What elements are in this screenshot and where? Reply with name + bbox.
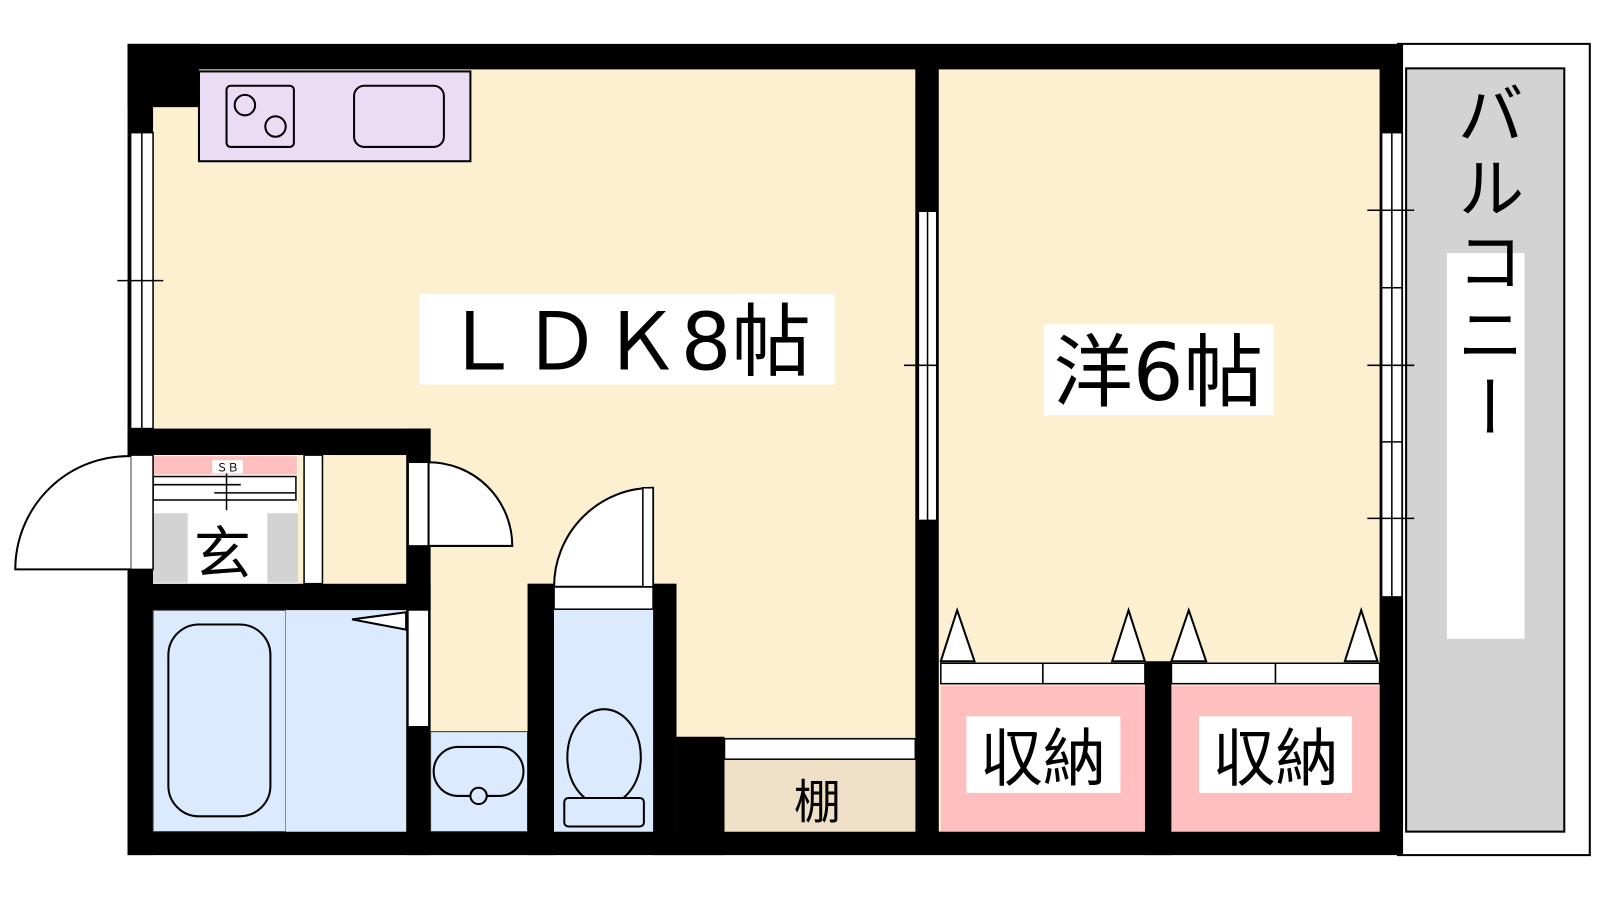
closet-2: 収納 (1170, 606, 1381, 832)
washbasin-area (430, 731, 529, 833)
closet-door[interactable] (1274, 662, 1381, 685)
bathroom-door[interactable] (407, 609, 430, 728)
stove (225, 84, 295, 148)
western-room-label: 洋6帖 (1053, 326, 1263, 419)
shelf: 棚 (723, 736, 917, 832)
sink (353, 84, 445, 148)
closet-door[interactable] (940, 662, 1044, 685)
closet-door[interactable] (1170, 662, 1277, 685)
window-partition[interactable] (904, 210, 952, 522)
wall-corner (127, 43, 199, 108)
bathtub (167, 623, 272, 818)
entrance-label: 玄 (194, 521, 251, 587)
bathroom (152, 609, 430, 833)
entrance-inner-door[interactable] (407, 461, 514, 547)
toilet-door[interactable] (553, 585, 654, 610)
burner-icon (264, 115, 287, 138)
storage-label: 収納 (1212, 722, 1339, 796)
balcony (1396, 42, 1591, 857)
burner-icon (233, 93, 257, 117)
kitchen-counter (197, 70, 472, 163)
entrance: ＳＢ 玄 (152, 454, 407, 587)
balcony-label: バルコニー (1446, 80, 1525, 447)
shoebox-label: ＳＢ (216, 461, 238, 474)
shelf-label: 棚 (794, 775, 841, 830)
toilet-icon (566, 708, 642, 807)
entry-door[interactable] (14, 454, 154, 571)
closet-door[interactable] (1042, 662, 1146, 685)
closet-1: 収納 (939, 606, 1147, 832)
storage-label: 収納 (980, 722, 1107, 796)
window-balcony[interactable] (1367, 131, 1415, 598)
ldk-label: ＬＤＫ8帖 (442, 295, 811, 388)
toilet-room (553, 486, 655, 832)
